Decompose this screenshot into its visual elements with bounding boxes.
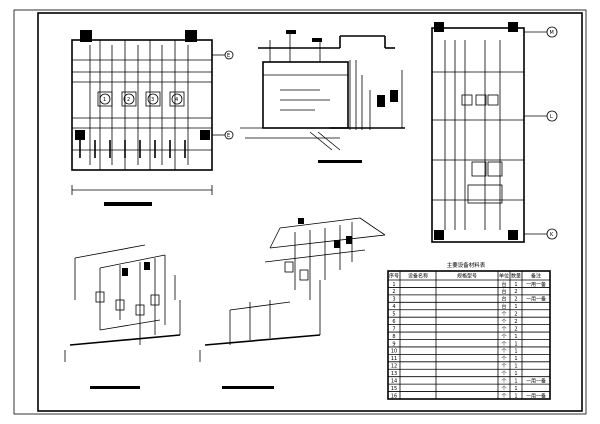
table-cell: 个 <box>501 364 506 370</box>
table-cell: 2 <box>514 319 517 325</box>
table-cell: 个 <box>501 349 506 355</box>
table-cell: 2 <box>514 297 517 303</box>
table-header-cell: 备注 <box>531 273 541 280</box>
axis-bubble-k <box>546 228 558 240</box>
table-header-cell: 规格型号 <box>457 273 477 280</box>
table-cell: 2 <box>392 289 395 295</box>
table-cell: 9 <box>392 341 395 347</box>
table-cell: 2 <box>514 312 517 318</box>
table-cell: 台 <box>501 296 506 303</box>
table-cell: 一用一备 <box>526 377 546 384</box>
table-header-cell: 设备名称 <box>408 273 428 280</box>
pump-label-1: 1 <box>103 97 106 103</box>
table-cell: 2 <box>514 289 517 295</box>
pump-label-4: 4 <box>175 97 178 103</box>
table-cell: 14 <box>391 378 397 384</box>
table-cell: 10 <box>391 349 397 355</box>
inner-frame <box>37 12 583 412</box>
table-cell: 1 <box>514 393 517 399</box>
table-cell: 13 <box>391 371 397 377</box>
table-cell: 12 <box>391 364 397 370</box>
table-cell: 3 <box>392 297 395 303</box>
table-cell: 个 <box>501 378 506 384</box>
axis-label-l: L <box>550 114 553 120</box>
equipment-layout-plan: M L K <box>431 22 558 243</box>
table-cell: 台 <box>501 288 506 295</box>
water-tank-section <box>240 30 405 163</box>
equipment-table: 主要设备材料表 序号 设备名称 规格型号 单位数量 备注 1 台 1 一用一备 2 台 2 3 台 2 一用一… <box>387 261 551 400</box>
table-cell: 4 <box>392 304 395 310</box>
pump-label-3: 3 <box>151 97 154 103</box>
table-cell: 一用一备 <box>526 296 546 303</box>
table-cell: 1 <box>514 334 517 340</box>
table-header-cell: 数量 <box>511 273 521 280</box>
table-cell: 一用一备 <box>526 392 546 399</box>
table-cell: 1 <box>514 304 517 310</box>
axis-label-k: K <box>550 232 554 238</box>
table-cell: 1 <box>514 371 517 377</box>
table-cell: 6 <box>392 319 395 325</box>
table-cell: 个 <box>501 386 506 392</box>
table-cell: 个 <box>501 371 506 377</box>
table-cell: 个 <box>501 334 506 340</box>
table-cell: 一用一备 <box>526 281 546 288</box>
table-cell: 个 <box>501 326 506 332</box>
table-cell: 1 <box>514 341 517 347</box>
outer-frame <box>13 9 587 415</box>
table-cell: 个 <box>501 312 506 318</box>
table-cell: 5 <box>392 312 395 318</box>
axis-bubble-e-1 <box>224 50 234 60</box>
table-cell: 16 <box>391 393 397 399</box>
table-cell: 11 <box>391 356 397 362</box>
table-cell: 1 <box>514 349 517 355</box>
table-title: 主要设备材料表 <box>447 261 486 269</box>
table-cell: 7 <box>392 326 395 332</box>
table-cell: 1 <box>514 356 517 362</box>
table-header-cell: 单位 <box>499 273 509 280</box>
table-cell: 1 <box>514 364 517 370</box>
table-cell: 个 <box>501 341 506 347</box>
table-cell: 2 <box>514 326 517 332</box>
table-cell: 台 <box>501 303 506 310</box>
table-cell: 1 <box>514 378 517 384</box>
axis-label-e-2: E <box>227 133 230 139</box>
table-cell: 8 <box>392 334 395 340</box>
axis-bubble-m <box>546 26 558 38</box>
pump-room-plan: 1 2 3 4 E E <box>71 30 234 206</box>
pipe-system-diagram-b <box>199 217 386 389</box>
table-cell: 1 <box>514 386 517 392</box>
pump-label-2: 2 <box>127 97 130 103</box>
axis-label-e-1: E <box>227 53 230 59</box>
table-cell: 台 <box>501 281 506 288</box>
axis-bubble-l <box>546 110 558 122</box>
table-cell: 个 <box>501 319 506 325</box>
table-cell: 个 <box>501 393 506 399</box>
table-cell: 15 <box>391 386 397 392</box>
axis-bubble-e-2 <box>224 130 234 140</box>
table-header-cell: 序号 <box>389 273 399 280</box>
table-cell: 1 <box>392 282 395 288</box>
pipe-system-diagram-a <box>64 244 181 389</box>
table-cell: 个 <box>501 356 506 362</box>
table-cell: 1 <box>514 282 517 288</box>
axis-label-m: M <box>550 30 554 36</box>
